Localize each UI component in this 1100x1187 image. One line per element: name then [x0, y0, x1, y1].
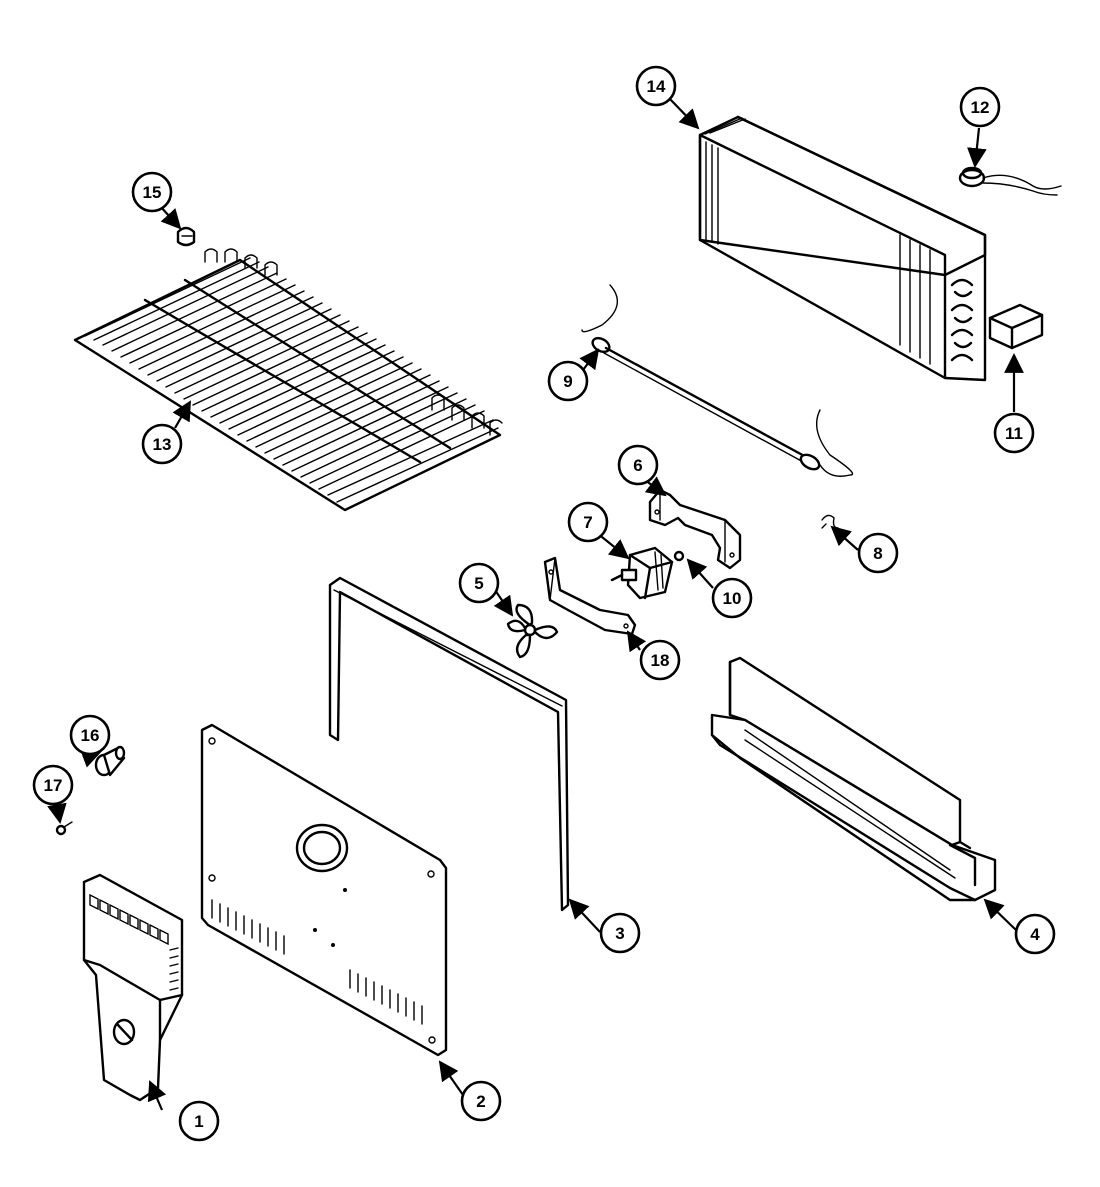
callout-3: 3 — [599, 912, 641, 954]
callout-label: 16 — [81, 726, 100, 745]
callout-label: 11 — [1005, 424, 1023, 443]
control-housing — [82, 873, 184, 1102]
knob-screw — [55, 821, 73, 836]
screw — [673, 550, 685, 562]
callout-label: 17 — [44, 776, 63, 795]
evaporator-coil — [698, 115, 987, 382]
leader-lines — [47, 96, 1024, 1111]
callout-label: 2 — [476, 1092, 485, 1111]
drain-trough — [710, 656, 997, 902]
heater-clip — [821, 514, 839, 529]
callout-9: 9 — [547, 360, 589, 402]
fan-blade — [506, 603, 559, 659]
callout-15: 15 — [131, 171, 173, 213]
shelf-clip — [176, 226, 196, 247]
callout-10: 10 — [711, 577, 753, 619]
callout-label: 5 — [474, 574, 483, 593]
rear-panel — [200, 723, 448, 1057]
callout-14: 14 — [635, 65, 677, 107]
callout-2: 2 — [460, 1080, 502, 1122]
callout-label: 7 — [583, 513, 592, 532]
callout-7: 7 — [567, 501, 609, 543]
callout-label: 8 — [873, 544, 882, 563]
gasket-frame — [328, 576, 570, 912]
callout-label: 1 — [194, 1112, 203, 1131]
callout-1: 1 — [178, 1100, 220, 1142]
callout-label: 13 — [153, 435, 172, 454]
callout-label: 15 — [143, 183, 162, 202]
callout-label: 18 — [651, 651, 670, 670]
callout-label: 9 — [563, 372, 572, 391]
callout-label: 6 — [633, 456, 642, 475]
callout-4: 4 — [1014, 913, 1056, 955]
callout-6: 6 — [617, 444, 659, 486]
callout-label: 10 — [723, 589, 742, 608]
terminal-block — [988, 303, 1044, 350]
callout-16: 16 — [69, 714, 111, 756]
callout-label: 14 — [647, 77, 666, 96]
defrost-thermostat — [958, 166, 1062, 196]
callout-13: 13 — [141, 423, 183, 465]
callout-12: 12 — [959, 86, 1001, 128]
wire-shelf — [73, 248, 503, 512]
callout-8: 8 — [857, 532, 899, 574]
callout-5: 5 — [458, 562, 500, 604]
defrost-heater — [581, 284, 854, 477]
callout-label: 12 — [971, 98, 990, 117]
motor-bracket — [543, 556, 637, 636]
callout-11: 11 — [993, 412, 1035, 454]
callout-label: 3 — [615, 924, 624, 943]
callout-17: 17 — [32, 764, 74, 806]
callout-18: 18 — [639, 639, 681, 681]
fan-bracket — [648, 488, 742, 570]
fan-motor — [610, 546, 674, 600]
callout-label: 4 — [1030, 925, 1040, 944]
